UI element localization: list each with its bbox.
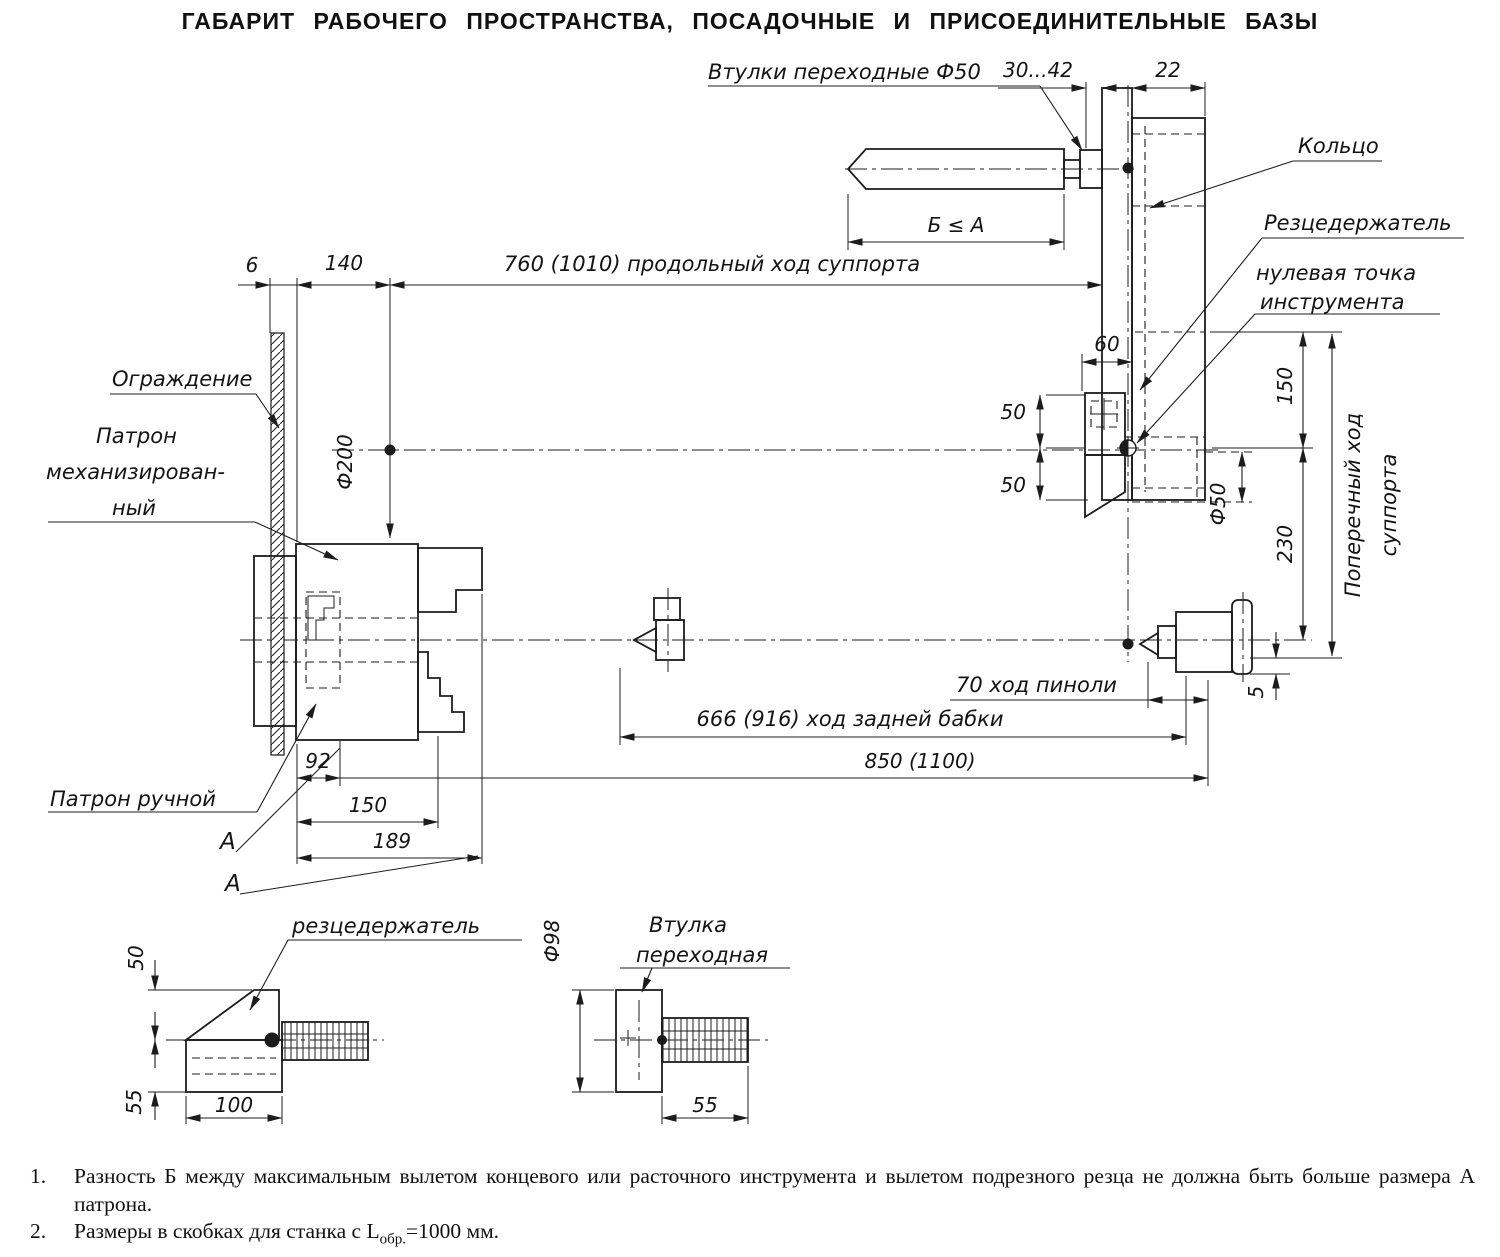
- dim-100-detail: 100: [215, 1093, 253, 1117]
- note-2-text-suffix: =1000 мм.: [405, 1219, 500, 1244]
- reference-points: [384, 162, 1139, 650]
- label-zero-point-2: инструмента: [1260, 290, 1405, 314]
- label-chuck-mech-3: ный: [112, 496, 156, 520]
- tool-post: [1084, 392, 1252, 519]
- dim-230: 230: [1273, 525, 1297, 563]
- dim-150-left: 150: [349, 793, 387, 817]
- dim-longitudinal-travel: 760 (1010) продольный ход суппорта: [504, 252, 920, 276]
- label-sleeve-detail-1: Втулка: [649, 913, 727, 937]
- dim-6: 6: [246, 253, 259, 277]
- label-tool-holder: Резцедержатель: [1264, 211, 1451, 235]
- label-sleeve-detail-2: переходная: [636, 943, 768, 967]
- dim-189: 189: [373, 829, 411, 853]
- dim-140: 140: [325, 251, 363, 275]
- label-section-a2: А: [223, 871, 241, 897]
- label-chuck-mech-1: Патрон: [96, 424, 177, 448]
- note-2-text-prefix: Размеры в скобках для станка с L: [74, 1219, 380, 1244]
- dim-55-detail: 55: [122, 1089, 146, 1114]
- dim-f98: Ф98: [540, 920, 564, 963]
- dim-30-42: 30...42: [1003, 58, 1073, 82]
- drawing-title: ГАБАРИТ РАБОЧЕГО ПРОСТРАНСТВА, ПОСАДОЧНЫ…: [181, 8, 1319, 34]
- note-2-subscript: обр.: [379, 1231, 406, 1248]
- dimensions-top: [238, 82, 1206, 542]
- tailstock: [1138, 599, 1253, 675]
- note-1-number: 1.: [30, 1164, 47, 1188]
- turret-column: [1101, 87, 1206, 501]
- workpiece-center: [632, 597, 685, 661]
- label-adapter-sleeves: Втулки переходные Ф50: [708, 60, 981, 84]
- note-2-number: 2.: [30, 1219, 47, 1244]
- dim-5: 5: [1244, 686, 1268, 699]
- label-chuck-mech-2: механизирован-: [46, 460, 225, 484]
- label-section-a1: А: [218, 829, 236, 855]
- note-1: 1. Разность Б между максимальным вылетом…: [30, 1163, 1475, 1218]
- label-tool-holder-detail: резцедержатель: [291, 914, 480, 938]
- dim-60: 60: [1094, 332, 1119, 356]
- dim-b-le-a: Б ≤ А: [928, 213, 985, 237]
- label-zero-point-1: нулевая точка: [1256, 261, 1416, 285]
- label-guard: Ограждение: [112, 367, 252, 391]
- dimensions-right: [1036, 331, 1342, 700]
- dim-50-lower: 50: [1001, 473, 1026, 497]
- detail-tool-holder: [148, 960, 369, 1124]
- annotations: Втулки переходные Ф50 30...42 22 Кольцо …: [46, 58, 1451, 1117]
- dim-f50: Ф50: [1206, 483, 1230, 526]
- dim-50-detail: 50: [124, 945, 148, 970]
- label-cross-travel-1: Поперечный ход: [1341, 413, 1365, 597]
- note-2: 2. Размеры в скобках для станка с Lобр.=…: [30, 1218, 1475, 1249]
- axis-lines: [166, 85, 1312, 1080]
- label-chuck-manual: Патрон ручной: [50, 787, 216, 811]
- label-leaders: [48, 160, 1464, 1011]
- dim-22: 22: [1155, 58, 1180, 82]
- dim-f200: Ф200: [333, 434, 357, 489]
- detail-adapter-sleeve: [572, 989, 749, 1124]
- guard-strip: [270, 332, 285, 756]
- label-cross-travel-2: суппорта: [1377, 454, 1401, 557]
- label-ring: Кольцо: [1298, 134, 1379, 158]
- chuck-assembly: [253, 543, 483, 741]
- dim-850: 850 (1100): [864, 749, 975, 773]
- dim-50-upper: 50: [1001, 400, 1026, 424]
- notes-block: 1. Разность Б между максимальным вылетом…: [30, 1163, 1475, 1250]
- dimensions-bottom: [235, 594, 1209, 895]
- dim-tailstock-travel: 666 (916) ход задней бабки: [696, 707, 1003, 731]
- dim-quill-travel: 70 ход пиноли: [956, 673, 1117, 697]
- dim-150-right: 150: [1273, 367, 1297, 405]
- note-1-text: Разность Б между максимальным вылетом ко…: [74, 1164, 1475, 1216]
- dim-92: 92: [305, 749, 330, 773]
- dim-55-sleeve: 55: [692, 1093, 717, 1117]
